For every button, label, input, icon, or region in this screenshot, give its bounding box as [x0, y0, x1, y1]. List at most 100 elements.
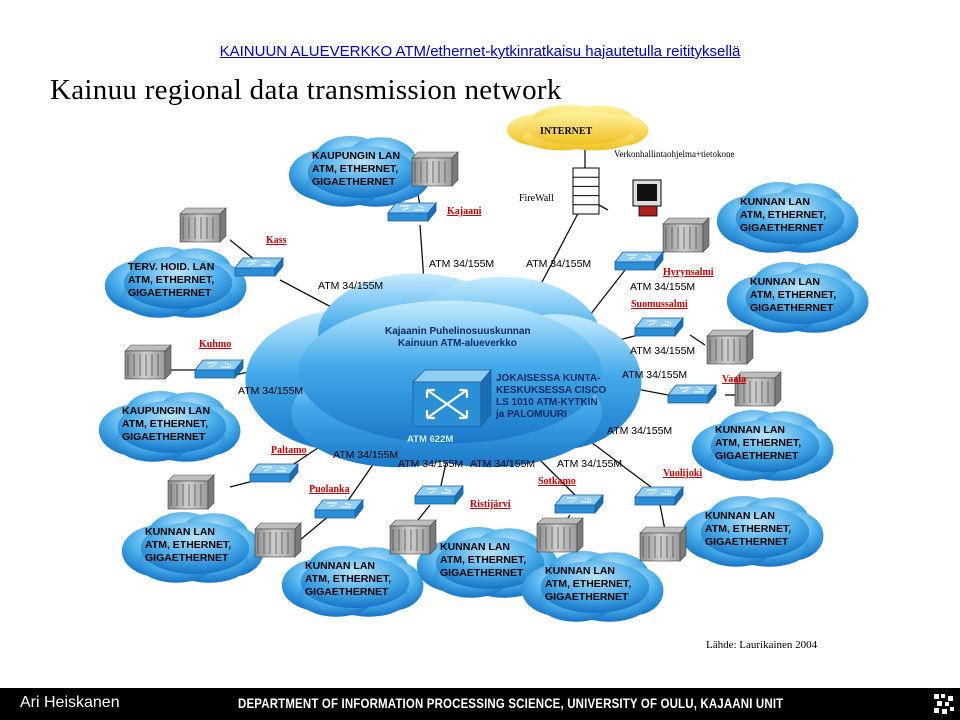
switch-paltamo[interactable]: [249, 462, 299, 484]
lan-label-line: GIGAETHERNET: [740, 222, 824, 234]
lan-label-line: ATM, ETHERNET,: [545, 578, 631, 590]
switch-side: [594, 493, 604, 515]
chassis-front: [389, 525, 431, 555]
chassis-front: [411, 157, 453, 187]
link-speed-label: ATM 34/155M: [557, 458, 622, 470]
site-label: Puolanka: [309, 484, 350, 495]
site-label: Suomussalmi: [631, 299, 688, 310]
switch-front: [554, 504, 596, 514]
cloud-lobe: [745, 271, 855, 325]
connection-line: [659, 504, 666, 531]
switch-ristijarvi[interactable]: [414, 484, 464, 506]
chassis-side: [294, 522, 302, 558]
switch-kass[interactable]: [234, 256, 284, 278]
lan-label-line: ATM, ETHERNET,: [145, 539, 231, 551]
link-speed-label: ATM 34/155M: [429, 258, 494, 270]
lan-cloud-6: [521, 551, 664, 622]
lan-equipment: [411, 151, 459, 187]
switch-side: [707, 383, 717, 405]
lan-cloud-8: [691, 410, 834, 481]
switch-arrows: [207, 362, 232, 368]
backbone-label: ATM 622M: [407, 434, 453, 445]
lan-cloud-2: [98, 391, 241, 462]
switch-kuhmo[interactable]: [194, 358, 244, 380]
lan-label-line: KUNNAN LAN: [740, 196, 810, 208]
switch-side: [274, 256, 284, 278]
switch-arrows: [427, 488, 452, 494]
monitor-screen: [637, 184, 657, 201]
switch-vaala[interactable]: [667, 383, 717, 405]
lan-label-line: KUNNAN LAN: [715, 424, 785, 436]
computer-base: [638, 205, 658, 217]
lan-label-line: GIGAETHERNET: [545, 591, 629, 603]
lan-equipment: [124, 344, 172, 380]
chassis-top: [167, 474, 215, 482]
connection-line: [229, 239, 256, 261]
lan-label-line: KUNNAN LAN: [440, 541, 510, 553]
lan-label-line: ATM, ETHERNET,: [440, 554, 526, 566]
lan-label-line: ATM, ETHERNET,: [750, 289, 836, 301]
site-label: Paltamo: [271, 445, 307, 456]
cloud-lobe: [123, 256, 233, 310]
atm-core-switch[interactable]: [412, 368, 492, 428]
switch-front: [667, 394, 709, 404]
switch-front: [614, 261, 656, 271]
switch-arrows: [400, 205, 425, 211]
firewall-icon: [572, 167, 600, 215]
lan-equipment: [536, 517, 584, 553]
switch-hyrynsalmi[interactable]: [614, 250, 664, 272]
chassis-front: [639, 532, 681, 562]
link-speed-label: ATM 34/155M: [238, 385, 303, 397]
chassis-top: [389, 519, 437, 527]
chassis-side: [679, 526, 687, 562]
connection-line: [589, 269, 626, 316]
switch-front: [314, 509, 356, 519]
lan-label-line: ATM, ETHERNET,: [305, 573, 391, 585]
lan-label-line: KUNNAN LAN: [545, 565, 615, 577]
lan-cloud-1: [104, 247, 247, 318]
switch-suomussalmi[interactable]: [634, 316, 684, 338]
core-switch-note: ja PALOMUURI: [495, 409, 567, 420]
cloud-lobe: [117, 400, 227, 454]
switch-puolanka[interactable]: [314, 498, 364, 520]
chassis-front: [254, 528, 296, 558]
chassis-top: [706, 329, 754, 337]
switch-vuolijoki[interactable]: [634, 485, 684, 507]
link-speed-label: ATM 34/155M: [470, 458, 535, 470]
firewall-label: FireWall: [519, 193, 554, 204]
atm-switch-side: [480, 368, 492, 428]
atm-switch-top: [412, 369, 492, 383]
link-speed-label: ATM 34/155M: [526, 258, 591, 270]
link-speed-label: ATM 34/155M: [398, 458, 463, 470]
chassis-front: [706, 335, 748, 365]
management-computer-icon[interactable]: [632, 179, 662, 217]
switch-front: [194, 369, 236, 379]
core-switch-note: KESKUKSESSA CISCO: [496, 385, 606, 396]
core-name-line2: Kainuun ATM-alueverkko: [398, 338, 517, 349]
chassis-top: [662, 217, 710, 225]
lan-equipment: [389, 519, 437, 555]
connection-line: [689, 334, 706, 346]
lan-label-line: KUNNAN LAN: [705, 510, 775, 522]
slide-link-title[interactable]: KAINUUN ALUEVERKKO ATM/ethernet-kytkinra…: [219, 43, 741, 60]
cloud-lobe: [540, 560, 650, 614]
connection-line: [299, 514, 331, 541]
switch-kajaani[interactable]: [387, 201, 437, 223]
cloud-lobe: [525, 111, 635, 145]
lan-label-line: ATM, ETHERNET,: [128, 274, 214, 286]
switch-side: [454, 484, 464, 506]
lan-label-line: GIGAETHERNET: [145, 552, 229, 564]
switch-sotkamo[interactable]: [554, 493, 604, 515]
chassis-top: [179, 207, 227, 215]
switch-side: [674, 316, 684, 338]
switch-side: [427, 201, 437, 223]
footer-author: Ari Heiskanen: [20, 694, 120, 711]
switch-arrows: [647, 320, 672, 326]
switch-arrows: [647, 489, 672, 495]
chassis-side: [746, 329, 754, 365]
cloud-lobe: [300, 555, 410, 609]
source-note: Lähde: Laurikainen 2004: [706, 639, 818, 651]
chassis-front: [167, 480, 209, 510]
lan-label-line: GIGAETHERNET: [122, 431, 206, 443]
switch-arrows: [627, 254, 652, 260]
